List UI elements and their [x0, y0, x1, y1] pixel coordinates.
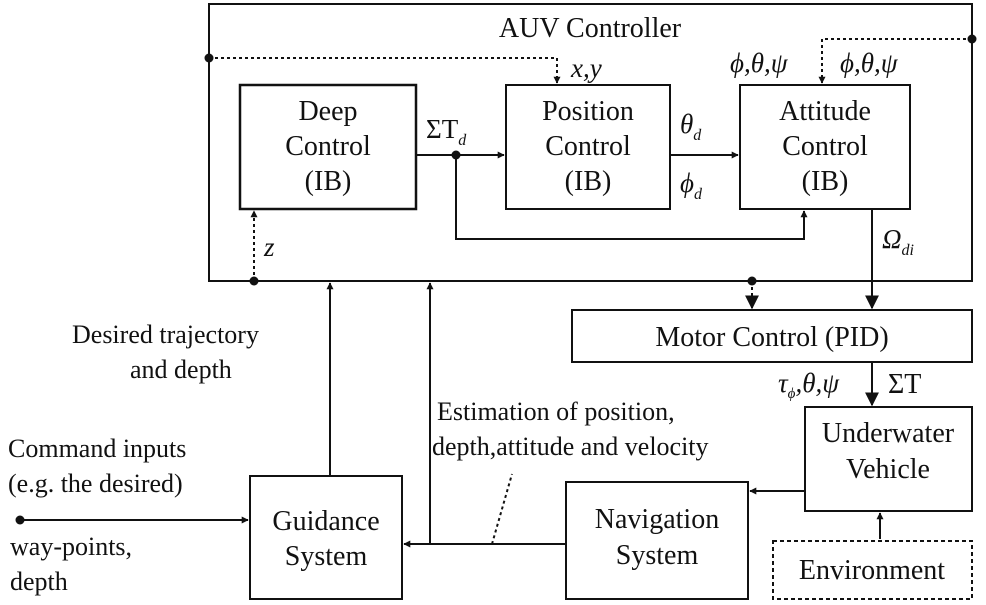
guidance-system-line-1: Guidance [272, 506, 379, 537]
attitude-control-line-1: Attitude [779, 96, 871, 127]
position-control-block: Position Control (IB) [505, 84, 671, 210]
guidance-system-line-2: System [285, 541, 368, 572]
navigation-system-block: Navigation System [565, 481, 749, 600]
desired-trajectory-line-2: and depth [130, 355, 232, 384]
label-sum-t: ΣT [888, 369, 921, 400]
waypoints-line-2: depth [10, 567, 68, 596]
desired-trajectory-line-1: Desired trajectory [72, 320, 259, 349]
position-control-line-3: (IB) [565, 166, 612, 197]
underwater-vehicle-line-1: Underwater [822, 418, 955, 449]
auv-controller-title: AUV Controller [499, 13, 682, 44]
estimation-leader-line [491, 473, 513, 545]
position-control-line-1: Position [542, 96, 634, 127]
label-xy: x,y [570, 53, 602, 83]
label-z: z [263, 232, 275, 262]
environment-block: Environment [772, 540, 973, 600]
estimation-line-1: Estimation of position, [437, 397, 675, 426]
label-phi-d: ϕd [680, 168, 703, 203]
estimation-line-2: depth,attitude and velocity [432, 432, 709, 461]
attitude-control-block: Attitude Control (IB) [739, 84, 911, 210]
label-angles-measured: ϕ,θ,ψ [730, 48, 789, 78]
deep-control-block: Deep Control (IB) [238, 83, 418, 211]
deep-control-line-2: Control [285, 131, 371, 162]
label-theta-d: θd [680, 109, 702, 144]
guidance-system-block: Guidance System [249, 475, 403, 600]
deep-control-line-3: (IB) [305, 166, 352, 197]
arrow-sum-td-to-attitude [455, 155, 808, 240]
label-tau: τϕ,θ,ψ [778, 368, 840, 402]
label-sum-td: ΣTd [426, 114, 467, 149]
navigation-system-line-2: System [616, 540, 699, 571]
motor-control-block: Motor Control (PID) [571, 309, 973, 363]
underwater-vehicle-block: Underwater Vehicle [804, 406, 973, 512]
deep-control-line-1: Deep [298, 96, 357, 127]
motor-control-label: Motor Control (PID) [655, 322, 888, 353]
waypoints-line-1: way-points, [10, 532, 132, 561]
environment-label: Environment [799, 555, 945, 586]
command-inputs-line-2: (e.g. the desired) [8, 469, 183, 498]
attitude-control-line-2: Control [782, 131, 868, 162]
underwater-vehicle-line-2: Vehicle [846, 454, 930, 485]
dotted-arrow-angle-feedback [818, 38, 972, 84]
command-inputs-line-1: Command inputs [8, 434, 186, 463]
attitude-control-line-3: (IB) [802, 166, 849, 197]
label-angles-estimated: ϕ,θ,ψ [840, 48, 899, 78]
dotted-arrow-xy-feedback [209, 57, 561, 84]
navigation-system-line-1: Navigation [595, 504, 719, 535]
position-control-line-2: Control [545, 131, 631, 162]
label-omega-di: Ωdi [882, 224, 914, 259]
